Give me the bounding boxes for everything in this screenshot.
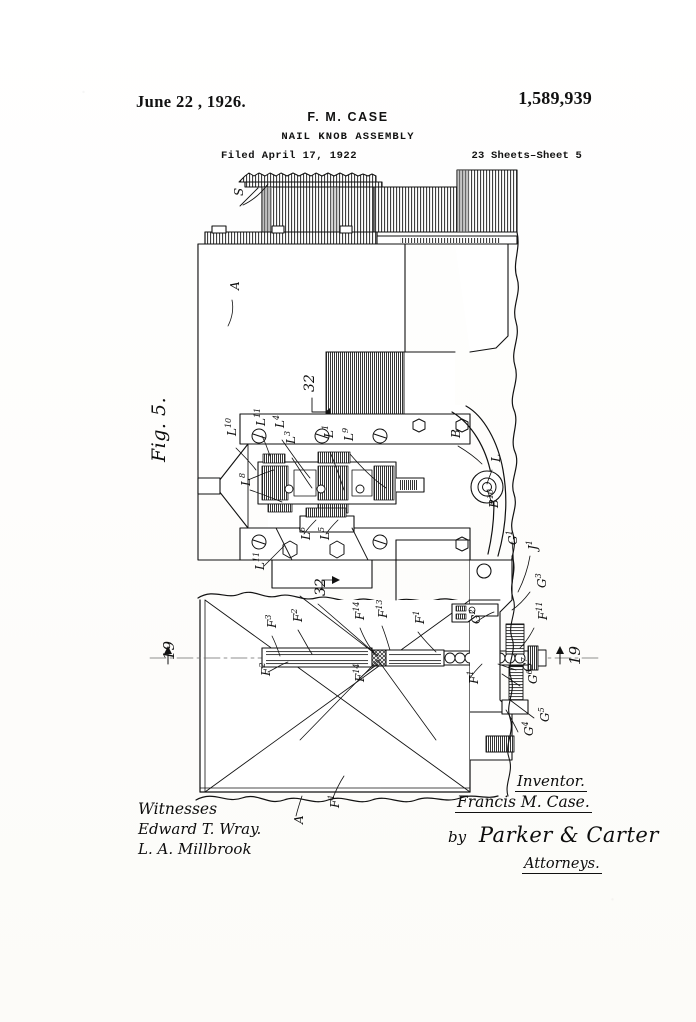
filing-date: Filed April 17, 1922 [220, 150, 358, 162]
ref-numeral-f14: F14 [352, 601, 367, 620]
ref-numeral-g2: G2 [468, 609, 483, 624]
ref-numeral-f2: F2 [290, 608, 305, 622]
ref-numeral-f14: F14 [352, 663, 367, 682]
inventor-initials: F. M. CASE [307, 110, 389, 124]
ref-numeral-g6: G6 [525, 669, 540, 684]
attorney-byline: by Parker & Carter [448, 822, 659, 848]
ref-numeral-l5: L5 [317, 526, 332, 540]
ref-numeral-g3: G3 [534, 573, 549, 588]
ref-numeral-l3: L3 [283, 430, 298, 444]
ref-numeral-l1: L1 [321, 424, 336, 438]
by-word: by [448, 828, 467, 846]
ref-numeral-f1: F1 [412, 610, 427, 624]
ref-numeral-f3: F3 [264, 614, 279, 628]
ref-numeral-a: A [292, 815, 306, 824]
attorneys-word: Attorneys. [522, 855, 602, 875]
ref-numeral-f2: F2 [258, 662, 273, 676]
figure-caption: Fig. 5. [148, 396, 170, 462]
ref-numeral-32: 32 [302, 374, 318, 392]
ref-numeral-l8: L8 [238, 472, 253, 486]
ref-numeral-b: B [449, 429, 463, 438]
sheet-count: 23 Sheets–Sheet 5 [471, 150, 582, 162]
ref-numeral-l11: L11 [253, 407, 268, 426]
ref-numeral-l11: L11 [252, 551, 267, 570]
attorney-firm: Parker & Carter [478, 823, 659, 847]
inventor-block: Inventor. Francis M. Case. [455, 772, 592, 814]
publication-date: June 22 , 1926. [136, 92, 247, 111]
ref-numeral-l9: L9 [341, 427, 356, 441]
ref-numeral-32: 32 [313, 578, 329, 596]
ref-numeral-g4: G4 [521, 721, 536, 736]
section-mark-right: 19 [566, 645, 584, 665]
ref-numeral-a: A [228, 281, 242, 290]
ref-numeral-f1: F1 [327, 794, 342, 808]
witness-block: Witnesses Edward T. Wray. L. A. Millbroo… [138, 800, 261, 860]
ref-numeral-l10: L10 [224, 417, 239, 436]
ref-numeral-l6: L6 [298, 526, 313, 540]
patent-header: June 22 , 1926. 1,589,939 F. M. CASE NAI… [0, 0, 696, 175]
ref-numeral-b10: B10 [486, 488, 501, 508]
section-mark-left: 19 [160, 640, 178, 660]
ref-numeral-j1: J1 [525, 540, 540, 550]
ref-numeral-g1: G1 [505, 530, 520, 545]
ref-numeral-f1: F1 [466, 670, 481, 684]
patent-number: 1,589,939 [518, 88, 592, 108]
ref-numeral-l4: L4 [272, 414, 287, 428]
ref-numeral-g5: G5 [537, 707, 552, 722]
witness-name-1: Edward T. Wray. [138, 820, 262, 839]
invention-title: NAIL KNOB ASSEMBLY [281, 131, 415, 143]
ref-numeral-l: L [489, 454, 503, 462]
witness-heading: Witnesses [138, 800, 218, 818]
ref-numeral-f13: F13 [375, 599, 390, 618]
ref-numeral-s: S [232, 187, 246, 196]
ref-numeral-f11: F11 [535, 601, 550, 620]
inventor-heading: Inventor. [515, 772, 587, 792]
witness-name-2: L. A. Millbrook [138, 840, 252, 859]
inventor-name: Francis M. Case. [455, 793, 592, 814]
